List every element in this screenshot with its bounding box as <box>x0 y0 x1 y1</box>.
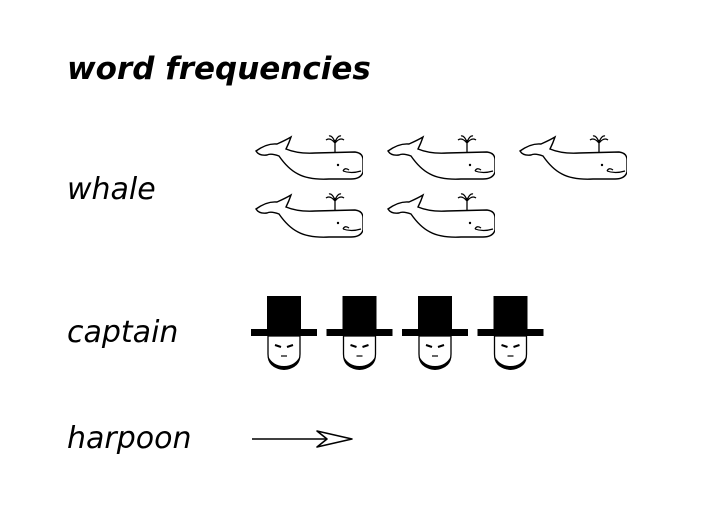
whale-icon <box>387 135 495 180</box>
whale-icon <box>387 193 495 238</box>
harpoon-icon <box>251 430 353 448</box>
chart-title: word frequencies <box>67 51 371 87</box>
captain-icon <box>402 296 468 371</box>
row-label-whale: whale <box>67 172 156 207</box>
row-label-captain: captain <box>67 315 178 350</box>
captain-icon <box>477 296 544 371</box>
whale-icon <box>255 135 363 180</box>
row-label-harpoon: harpoon <box>67 421 192 456</box>
whale-icon <box>519 135 627 180</box>
captain-icon <box>251 296 317 371</box>
icons-layer <box>251 135 627 448</box>
whale-icon <box>255 193 363 238</box>
captain-icon <box>326 296 393 371</box>
